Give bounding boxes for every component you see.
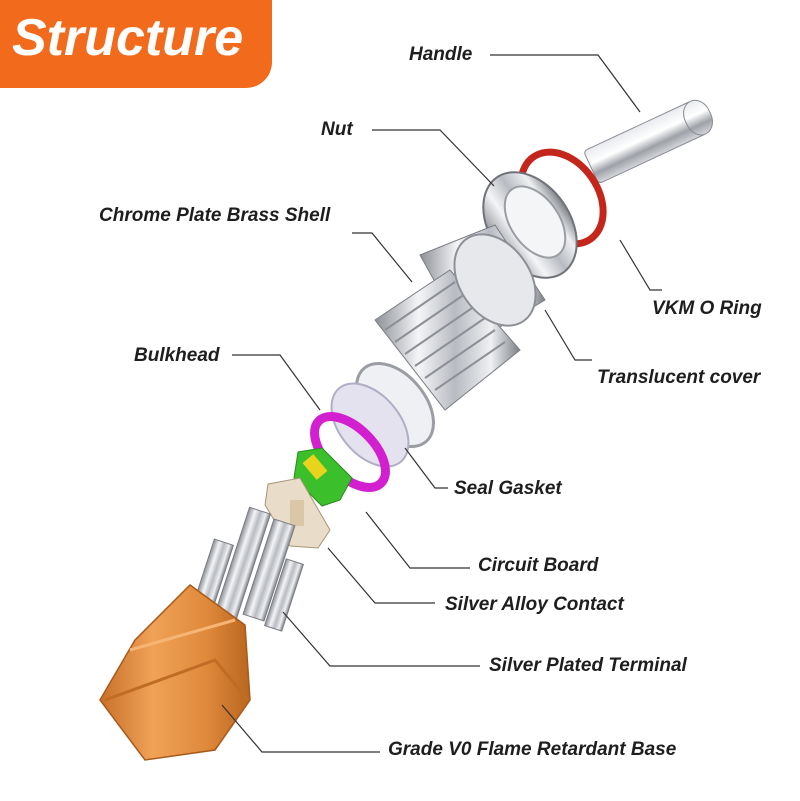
title-banner: Structure <box>0 0 272 88</box>
label-terminal: Silver Plated Terminal <box>489 655 687 676</box>
leader-handle <box>490 54 641 113</box>
base-part <box>99 584 251 761</box>
label-base: Grade V0 Flame Retardant Base <box>388 739 677 760</box>
shell-part <box>374 224 546 411</box>
leader-cover <box>544 309 592 361</box>
label-handle: Handle <box>409 44 473 65</box>
seal-plate-part <box>330 382 410 468</box>
leader-lines <box>221 54 662 753</box>
circuit-board-part <box>293 447 353 507</box>
label-bulkhead: Bulkhead <box>134 345 220 366</box>
leader-base <box>221 704 380 753</box>
leader-shell <box>352 232 413 283</box>
leader-contact <box>327 547 435 604</box>
label-contact: Silver Alloy Contact <box>445 594 624 615</box>
leader-terminal <box>282 611 480 667</box>
handle-part <box>584 99 713 183</box>
leader-o-ring <box>619 239 662 291</box>
leader-gasket <box>404 447 448 489</box>
label-o-ring: VKM O Ring <box>652 298 762 319</box>
leader-circuit <box>365 511 470 569</box>
page-title: Structure <box>12 9 244 67</box>
label-nut: Nut <box>321 119 353 140</box>
label-shell: Chrome Plate Brass Shell <box>99 205 331 226</box>
leader-nut <box>372 129 495 187</box>
leader-bulkhead <box>232 354 321 411</box>
label-circuit: Circuit Board <box>478 555 599 576</box>
label-cover: Translucent cover <box>597 367 761 388</box>
label-gasket: Seal Gasket <box>454 478 562 499</box>
